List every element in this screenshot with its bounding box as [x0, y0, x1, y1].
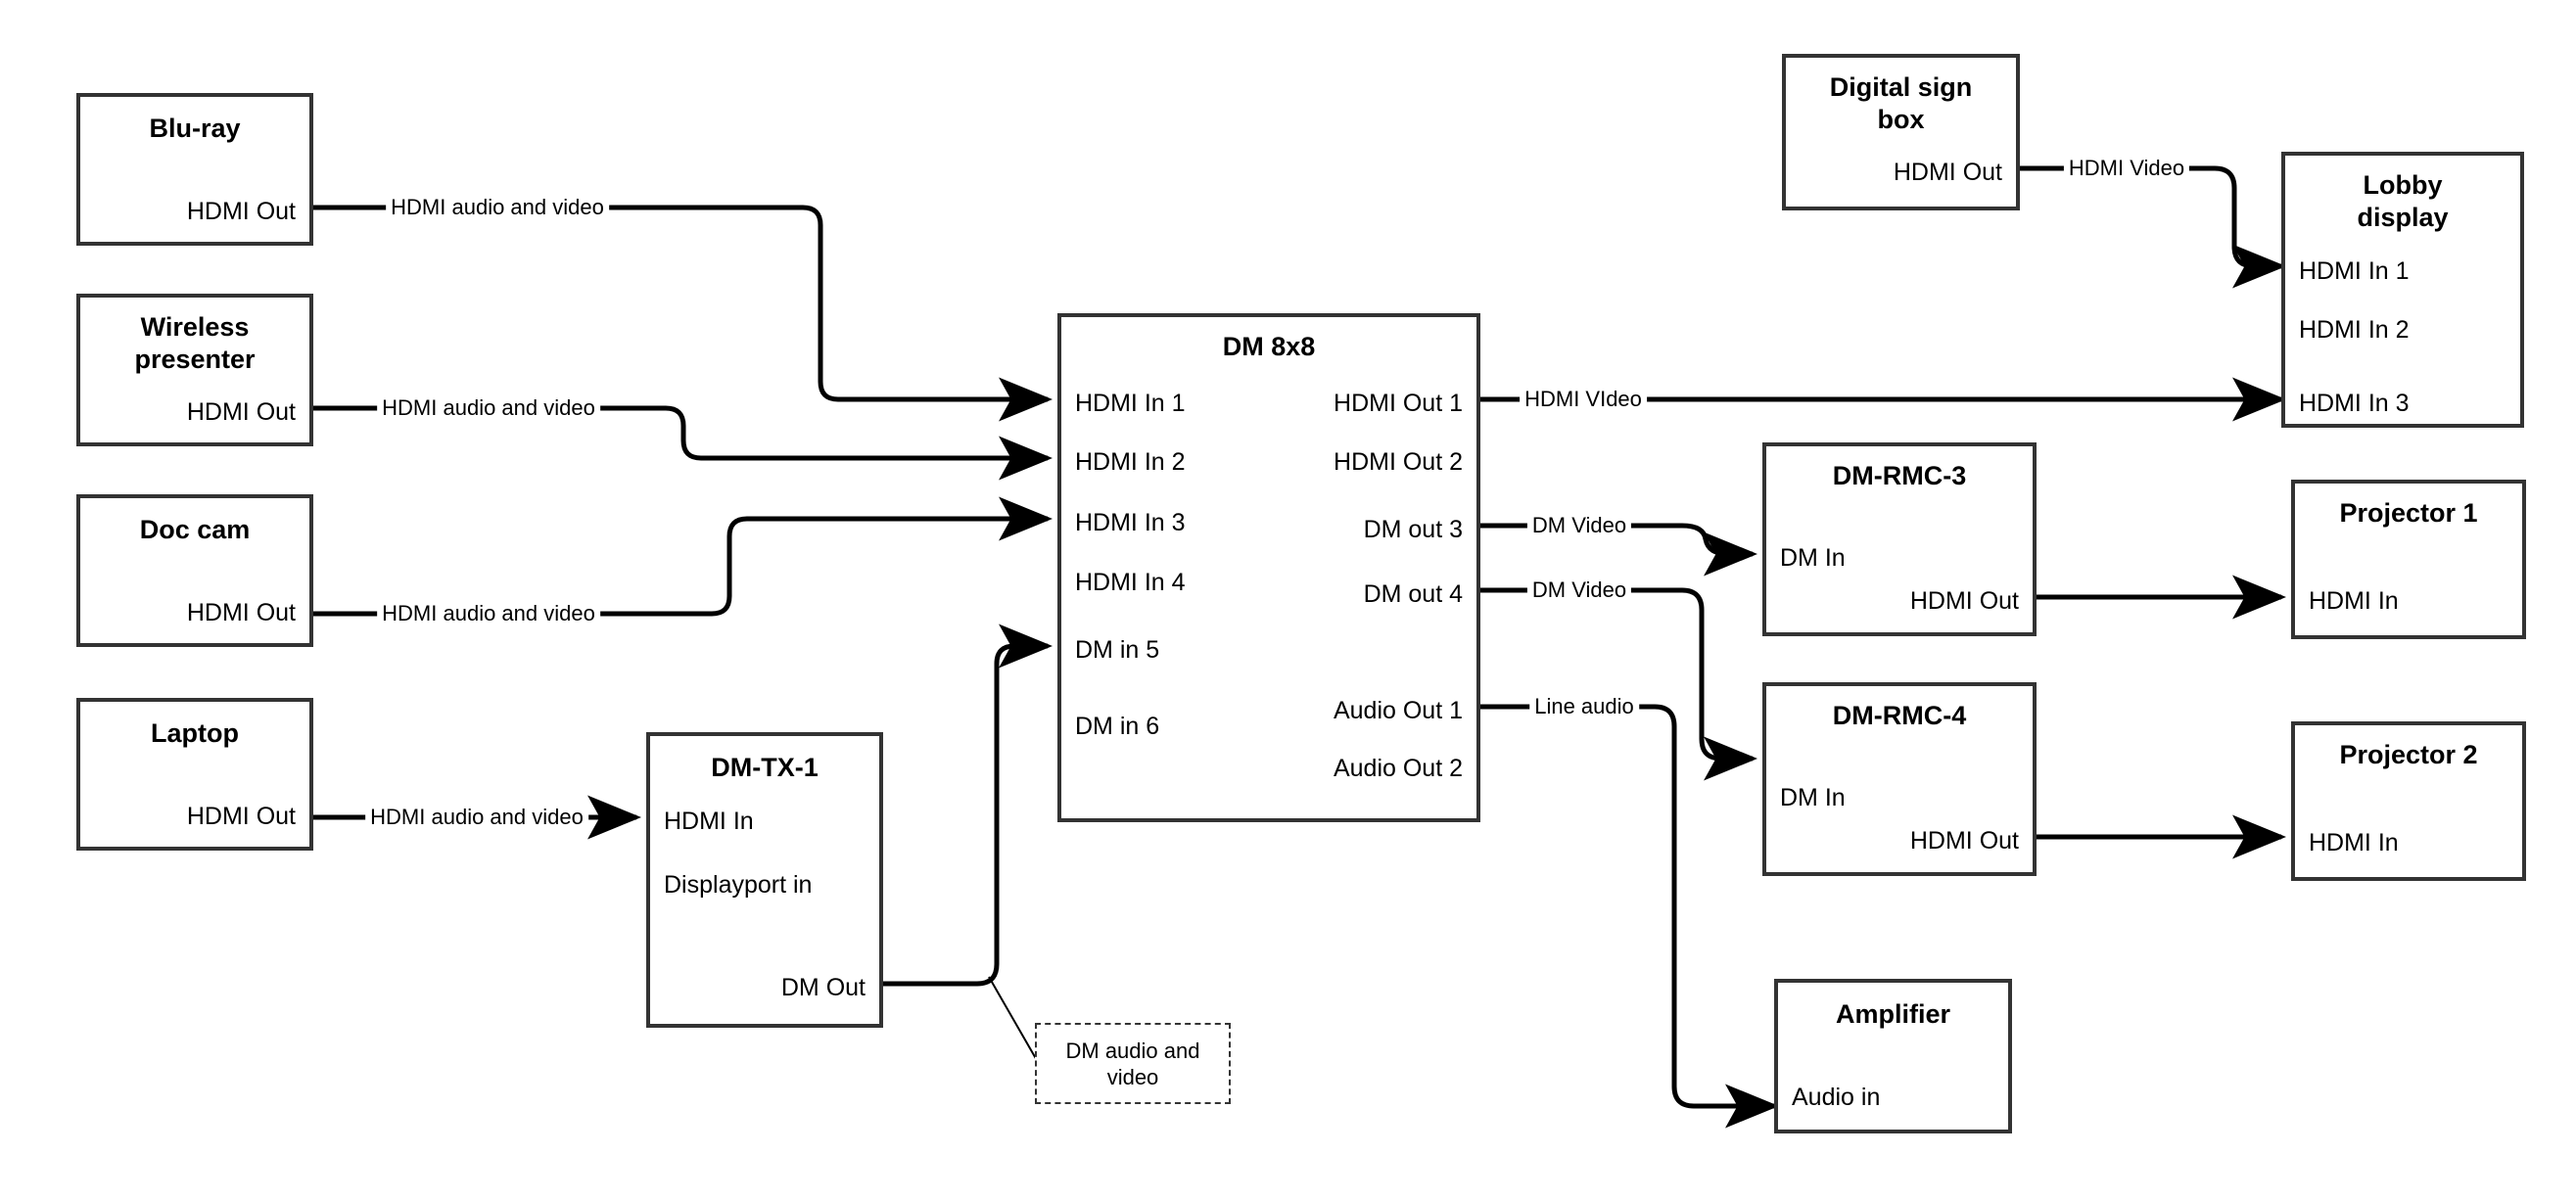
wire-label-out3-dm-video: DM Video [1526, 513, 1632, 538]
port-audio-in[interactable]: Audio in [1792, 1084, 1881, 1111]
node-title: DM 8x8 [1222, 332, 1316, 361]
wire-label-out1-hdmi-video: HDMI VIdeo [1520, 387, 1647, 412]
wire-audioout1-to-amplifier [1480, 704, 1779, 1129]
wire-label-laptop-hdmi-av: HDMI audio and video [365, 805, 588, 830]
node-title: Doc cam [139, 515, 251, 544]
node-wireless-presenter[interactable]: Wireless presenter HDMI Out [76, 294, 313, 446]
port-hdmi-out[interactable]: HDMI Out [1893, 159, 2002, 186]
wire-dmtx-to-dm-in5 [883, 624, 1053, 987]
port-dm-out[interactable]: DM Out [780, 974, 866, 1001]
port-hdmi-in[interactable]: HDMI In [664, 808, 754, 835]
node-laptop[interactable]: Laptop HDMI Out [76, 698, 313, 851]
node-dm-rmc-4[interactable]: DM-RMC-4 DM In HDMI Out [1762, 682, 2037, 876]
port-hdmi-in[interactable]: HDMI In [2309, 829, 2399, 856]
wire-bluray-to-dm-in1 [313, 205, 1053, 422]
node-doc-cam[interactable]: Doc cam HDMI Out [76, 494, 313, 647]
node-title: DM-TX-1 [711, 753, 819, 782]
wire-label-bluray-hdmi-av: HDMI audio and video [386, 195, 609, 220]
node-title: Wireless presenter [134, 312, 256, 374]
node-title: DM-RMC-4 [1832, 701, 1967, 730]
port-dm-in-5[interactable]: DM in 5 [1075, 636, 1160, 664]
node-title: Projector 2 [2339, 740, 2478, 769]
node-dm-tx-1[interactable]: DM-TX-1 HDMI In Displayport in DM Out [646, 732, 883, 1028]
port-dm-out-4[interactable]: DM out 4 [1363, 580, 1463, 608]
port-hdmi-out-2[interactable]: HDMI Out 2 [1334, 448, 1463, 476]
port-hdmi-in-3[interactable]: HDMI In 3 [2299, 390, 2410, 417]
port-hdmi-in-4[interactable]: HDMI In 4 [1075, 569, 1186, 596]
port-hdmi-out[interactable]: HDMI Out [1909, 587, 2019, 615]
node-title: Blu-ray [149, 114, 241, 143]
port-hdmi-in-3[interactable]: HDMI In 3 [1075, 509, 1186, 536]
node-title: Laptop [151, 718, 239, 748]
wire-label-wireless-hdmi-av: HDMI audio and video [377, 395, 600, 421]
wire-sign-to-lobby-in1 [2020, 165, 2286, 289]
port-audio-out-1[interactable]: Audio Out 1 [1333, 697, 1463, 724]
callout-dm-audio-and-video: DM audio and video [1035, 1023, 1231, 1104]
wire-label-audio-line-audio: Line audio [1529, 694, 1639, 719]
wire-doccam-to-dm-in3 [313, 496, 1053, 617]
node-title: Digital sign box [1829, 72, 1973, 134]
node-title: DM-RMC-3 [1832, 461, 1967, 490]
port-dm-out-3[interactable]: DM out 3 [1363, 516, 1463, 543]
port-hdmi-in[interactable]: HDMI In [2309, 587, 2399, 615]
node-amplifier[interactable]: Amplifier Audio in [1774, 979, 2012, 1133]
port-dm-in[interactable]: DM In [1780, 784, 1846, 811]
port-hdmi-out[interactable]: HDMI Out [1909, 827, 2019, 855]
callout-leader-line [988, 976, 1039, 1063]
node-projector-2[interactable]: Projector 2 HDMI In [2291, 721, 2526, 881]
port-hdmi-out[interactable]: HDMI Out [186, 599, 296, 626]
port-hdmi-out[interactable]: HDMI Out [186, 398, 296, 426]
port-hdmi-out[interactable]: HDMI Out [186, 803, 296, 830]
wire-label-sign-hdmi-video: HDMI Video [2063, 156, 2190, 181]
port-hdmi-in-1[interactable]: HDMI In 1 [1075, 390, 1186, 417]
port-hdmi-in-1[interactable]: HDMI In 1 [2299, 257, 2410, 285]
node-title: Projector 1 [2339, 498, 2478, 528]
wire-dmout4-to-rmc4 [1480, 587, 1757, 781]
port-dm-in[interactable]: DM In [1780, 544, 1846, 572]
port-displayport-in[interactable]: Displayport in [664, 871, 813, 899]
port-audio-out-2[interactable]: Audio Out 2 [1333, 755, 1463, 782]
node-dm-rmc-3[interactable]: DM-RMC-3 DM In HDMI Out [1762, 442, 2037, 636]
node-dm-8x8[interactable]: DM 8x8 HDMI In 1 HDMI In 2 HDMI In 3 HDM… [1057, 313, 1480, 822]
node-digital-sign-box[interactable]: Digital sign box HDMI Out [1782, 54, 2020, 210]
node-lobby-display[interactable]: Lobby display HDMI In 1 HDMI In 2 HDMI I… [2281, 152, 2524, 428]
port-hdmi-in-2[interactable]: HDMI In 2 [2299, 316, 2410, 344]
node-projector-1[interactable]: Projector 1 HDMI In [2291, 480, 2526, 639]
port-hdmi-out[interactable]: HDMI Out [186, 198, 296, 225]
port-dm-in-6[interactable]: DM in 6 [1075, 713, 1160, 740]
port-hdmi-in-2[interactable]: HDMI In 2 [1075, 448, 1186, 476]
node-title: Amplifier [1835, 999, 1951, 1029]
wire-label-doccam-hdmi-av: HDMI audio and video [377, 601, 600, 626]
node-blu-ray[interactable]: Blu-ray HDMI Out [76, 93, 313, 246]
port-hdmi-out-1[interactable]: HDMI Out 1 [1334, 390, 1463, 417]
node-title: Lobby display [2357, 170, 2449, 232]
wire-label-out4-dm-video: DM Video [1526, 577, 1632, 603]
